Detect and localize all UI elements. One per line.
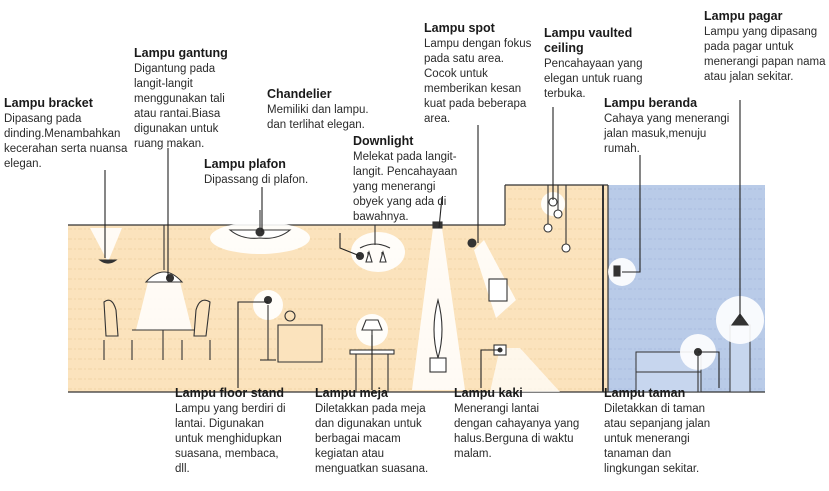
label-title: Lampu floor stand — [175, 386, 285, 400]
label-title: Chandelier — [267, 87, 332, 101]
label-description: Memiliki dan lampu. dan terlihat elegan. — [267, 104, 369, 131]
label-description: Menerangi lantai dengan cahayanya yang h… — [454, 403, 580, 460]
label-description: Diletakkan di taman atau sepanjang jalan… — [604, 403, 711, 475]
label-description: Lampu dengan fokus pada satu area. Cocok… — [424, 38, 532, 125]
label-title: Lampu taman — [604, 386, 686, 400]
label-lampu-plafon: Lampu plafon Dipassang di plafon. — [204, 157, 334, 188]
label-lampu-taman: Lampu taman Diletakkan di taman atau sep… — [604, 386, 726, 477]
label-description: Cahaya yang menerangi jalan masuk,menuju… — [604, 113, 730, 155]
label-title: Lampu beranda — [604, 96, 698, 110]
label-title: Lampu meja — [315, 386, 388, 400]
label-description: Digantung pada langit-langit menggunakan… — [134, 63, 225, 150]
interior-room — [68, 184, 608, 393]
label-downlight: Downlight Melekat pada langit-langit. Pe… — [353, 134, 468, 225]
label-title: Downlight — [353, 134, 414, 148]
label-title: Lampu kaki — [454, 386, 523, 400]
label-title: Lampu spot — [424, 21, 495, 35]
label-description: Pencahayaan yang elegan untuk ruang terb… — [544, 58, 643, 100]
label-title: Lampu gantung — [134, 46, 228, 60]
label-description: Diletakkan pada meja dan digunakan untuk… — [315, 403, 429, 475]
label-title: Lampu bracket — [4, 96, 93, 110]
label-title: Lampu vaulted ceiling — [544, 26, 633, 55]
label-description: Lampu yang berdiri di lantai. Digunakan … — [175, 403, 286, 475]
label-lampu-floor-stand: Lampu floor stand Lampu yang berdiri di … — [175, 386, 295, 477]
label-lampu-bracket: Lampu bracket Dipasang pada dinding.Mena… — [4, 96, 134, 172]
label-description: Dipasang pada dinding.Menambahkan kecera… — [4, 113, 128, 170]
label-lampu-spot: Lampu spot Lampu dengan fokus pada satu … — [424, 21, 539, 127]
label-lampu-gantung: Lampu gantung Digantung pada langit-lang… — [134, 46, 240, 152]
label-lampu-kaki: Lampu kaki Menerangi lantai dengan cahay… — [454, 386, 580, 462]
fixtures — [98, 185, 750, 392]
label-chandelier: Chandelier Memiliki dan lampu. dan terli… — [267, 87, 377, 133]
label-description: Melekat pada langit-langit. Pencahayaan … — [353, 151, 458, 223]
label-description: Lampu yang dipasang pada pagar untuk men… — [704, 26, 826, 83]
label-lampu-beranda: Lampu beranda Cahaya yang menerangi jala… — [604, 96, 734, 157]
label-description: Dipassang di plafon. — [204, 174, 309, 186]
label-title: Lampu pagar — [704, 9, 783, 23]
label-lampu-pagar: Lampu pagar Lampu yang dipasang pada pag… — [704, 9, 826, 85]
label-lampu-vaulted-ceiling: Lampu vaulted ceiling Pencahayaan yang e… — [544, 26, 654, 102]
label-title: Lampu plafon — [204, 157, 286, 171]
leader-lines — [104, 100, 741, 390]
label-lampu-meja: Lampu meja Diletakkan pada meja dan digu… — [315, 386, 440, 477]
